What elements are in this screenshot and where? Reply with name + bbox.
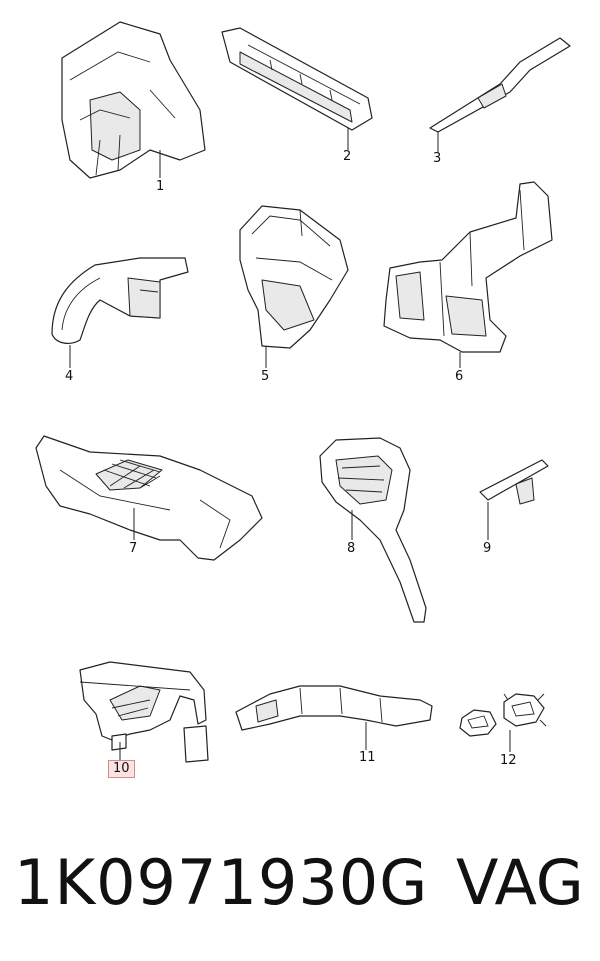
part-9-drawing xyxy=(479,459,549,540)
part-8-drawing xyxy=(319,437,427,623)
parts-diagram: 1 2 3 4 5 6 7 8 9 10 11 12 xyxy=(35,21,571,778)
caption-bar: 1K0971930G VAG xyxy=(0,838,600,928)
part-3-drawing xyxy=(429,37,571,152)
callout-12: 12 xyxy=(500,753,517,768)
callout-7: 7 xyxy=(129,541,138,556)
part-5-drawing xyxy=(239,205,349,368)
brand-name: VAG xyxy=(456,846,584,919)
part-7-drawing xyxy=(35,435,263,561)
part-11-drawing xyxy=(235,685,433,750)
part-12-drawing xyxy=(459,693,547,752)
callout-8: 8 xyxy=(347,541,356,556)
callout-11: 11 xyxy=(359,750,376,765)
callout-2: 2 xyxy=(343,149,352,164)
callout-5: 5 xyxy=(261,369,270,384)
parts-drawing xyxy=(35,21,571,763)
part-1-drawing xyxy=(61,21,206,179)
callout-9: 9 xyxy=(483,541,492,556)
part-6-drawing xyxy=(383,181,553,368)
callout-1: 1 xyxy=(156,179,165,194)
callout-4: 4 xyxy=(65,369,74,384)
part-2-drawing xyxy=(221,27,373,150)
callout-3: 3 xyxy=(433,151,442,166)
part-10-drawing xyxy=(79,661,209,763)
callout-6: 6 xyxy=(455,369,464,384)
part-number: 1K0971930G xyxy=(14,846,429,919)
callout-10-highlighted: 10 xyxy=(108,760,135,778)
part-4-drawing xyxy=(51,257,189,368)
